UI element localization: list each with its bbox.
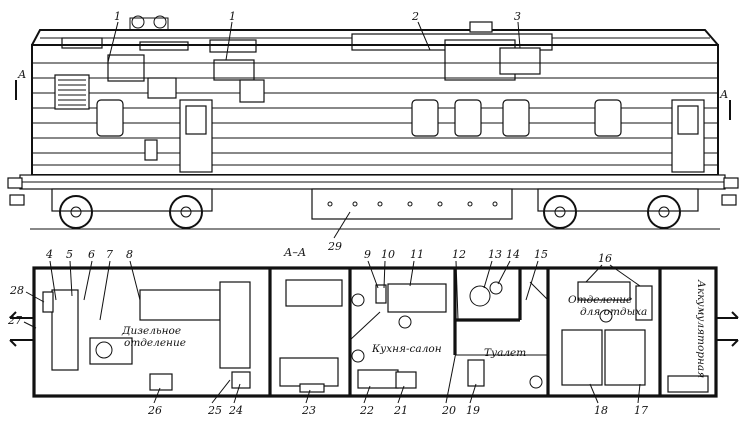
callout-plan-22: 22 — [359, 404, 374, 417]
callout-side-29: 29 — [327, 240, 342, 253]
callout-plan-23: 23 — [301, 404, 316, 417]
plan-view: А–А — [7, 246, 739, 417]
callout-plan-24: 24 — [228, 404, 243, 417]
callout-plan-18: 18 — [594, 404, 608, 417]
callout-plan-16: 16 — [598, 252, 612, 265]
callout-plan-15: 15 — [534, 248, 548, 261]
callout-plan-25: 25 — [207, 404, 222, 417]
callout-plan-4: 4 — [45, 248, 53, 261]
callout-plan-10: 10 — [381, 248, 395, 261]
room-kitchen: Кухня-салон — [371, 343, 442, 355]
callout-plan-20: 20 — [441, 404, 456, 417]
callout-plan-26: 26 — [147, 404, 162, 417]
callout-plan-11: 11 — [410, 248, 424, 261]
callout-plan-17: 17 — [634, 404, 648, 417]
room-diesel-line2: отделение — [124, 337, 186, 349]
room-toilet: Туалет — [484, 347, 526, 359]
room-battery: Аккумуляторная — [695, 279, 707, 378]
side-view: А А 1 1 2 3 29 — [7, 10, 739, 253]
callout-side-1a: 1 — [114, 10, 121, 23]
section-mark-left: А — [17, 68, 26, 81]
section-mark-right: А — [719, 88, 728, 101]
callout-plan-12: 12 — [452, 248, 466, 261]
room-rest-line2: для отдыха — [580, 306, 647, 318]
callout-side-3: 3 — [514, 10, 521, 23]
room-diesel-line1: Дизельное — [121, 325, 181, 337]
callout-plan-7: 7 — [106, 248, 113, 261]
callout-plan-19: 19 — [466, 404, 480, 417]
section-label: А–А — [283, 246, 306, 259]
callout-side-2: 2 — [411, 10, 419, 23]
callout-plan-27: 27 — [7, 314, 22, 327]
callout-plan-21: 21 — [393, 404, 408, 417]
callout-plan-6: 6 — [88, 248, 95, 261]
callout-plan-28: 28 — [9, 284, 24, 297]
callout-plan-9: 9 — [364, 248, 371, 261]
callout-side-1b: 1 — [229, 10, 236, 23]
callout-plan-5: 5 — [66, 248, 73, 261]
callout-plan-14: 14 — [506, 248, 520, 261]
callout-plan-13: 13 — [488, 248, 502, 261]
callout-plan-8: 8 — [126, 248, 133, 261]
room-rest-line1: Отделение — [568, 294, 632, 306]
